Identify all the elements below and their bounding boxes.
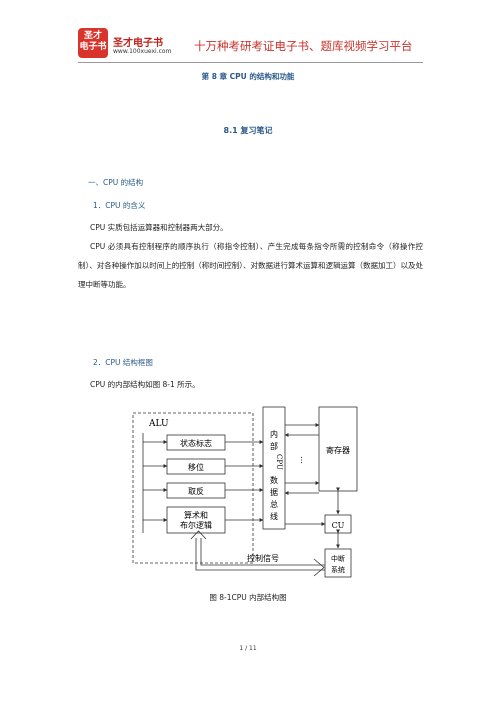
status-flag-label: 状态标志 [180, 438, 212, 448]
subheading-cpu-meaning: 1．CPU 的含义 [93, 201, 146, 210]
page-header: 圣才 电子书 圣才电子书 www.100xuexi.com 十万种考研考证电子书… [0, 0, 496, 66]
paragraph-1: CPU 实质包括运算器和控制器两大部分。 [90, 223, 228, 232]
interrupt-label-2: 系统 [331, 565, 345, 574]
brand-url: www.100xuexi.com [113, 48, 172, 55]
paragraph-2: CPU 必须具有控制程序的顺序执行（称指令控制）、产生完成每条指令所需的控制命令… [78, 242, 423, 289]
page-number: 1 / 11 [239, 645, 257, 652]
logo-line2: 电子书 [79, 42, 107, 52]
status-flag-block: 状态标志 [166, 434, 226, 451]
heading-cpu-structure: 一、CPU 的结构 [88, 178, 144, 187]
registers-label: 寄存器 [326, 445, 350, 455]
logo-line1: 圣才 [83, 31, 102, 41]
bus-char-3: CPU [275, 454, 283, 470]
cpu-structure-diagram: ALU 状态标志 移位 取反 算术和 布尔逻辑 内 部 CPU 数 据 总 线 … [132, 406, 358, 578]
alu-box [132, 412, 254, 564]
shift-block: 移位 [166, 458, 226, 475]
arith-label: 算术和 [184, 510, 208, 520]
internal-cpu-data-bus [262, 406, 286, 530]
control-signal-label: 控制信号 [247, 553, 279, 563]
negate-label: 取反 [188, 486, 204, 496]
section-title: 8.1 复习笔记 [223, 126, 273, 135]
brand-name: 圣才电子书 [113, 38, 163, 49]
ellipsis-mark: … [299, 456, 308, 464]
logo: 圣才 电子书 [78, 28, 108, 58]
negate-block: 取反 [166, 482, 226, 499]
header-divider [78, 62, 423, 63]
cu-label: CU [332, 521, 345, 530]
arith-logic-block: 算术和 布尔逻辑 [166, 506, 226, 534]
shift-label: 移位 [188, 462, 204, 472]
figure-caption: 图 8-1CPU 内部结构图 [209, 593, 287, 602]
alu-label: ALU [148, 419, 169, 429]
paragraph-3: CPU 的内部结构如图 8-1 所示。 [90, 380, 200, 389]
registers-block [318, 406, 358, 492]
interrupt-system-block [324, 548, 352, 578]
interrupt-label-1: 中断 [331, 554, 345, 563]
bus-char-1: 内 [270, 429, 278, 439]
subheading-cpu-block-diagram: 2．CPU 结构框图 [93, 358, 153, 367]
bus-char-2: 部 [270, 441, 278, 451]
bus-char-4: 数 [270, 475, 278, 485]
bus-char-6: 总 [270, 499, 278, 509]
bus-char-5: 据 [270, 487, 278, 497]
control-signal-arrow [195, 538, 325, 571]
chapter-title: 第 8 章 CPU 的结构和功能 [201, 72, 295, 81]
header-slogan: 十万种考研考证电子书、题库视频学习平台 [194, 39, 413, 53]
bus-char-7: 线 [270, 511, 278, 521]
logic-label: 布尔逻辑 [180, 520, 212, 530]
